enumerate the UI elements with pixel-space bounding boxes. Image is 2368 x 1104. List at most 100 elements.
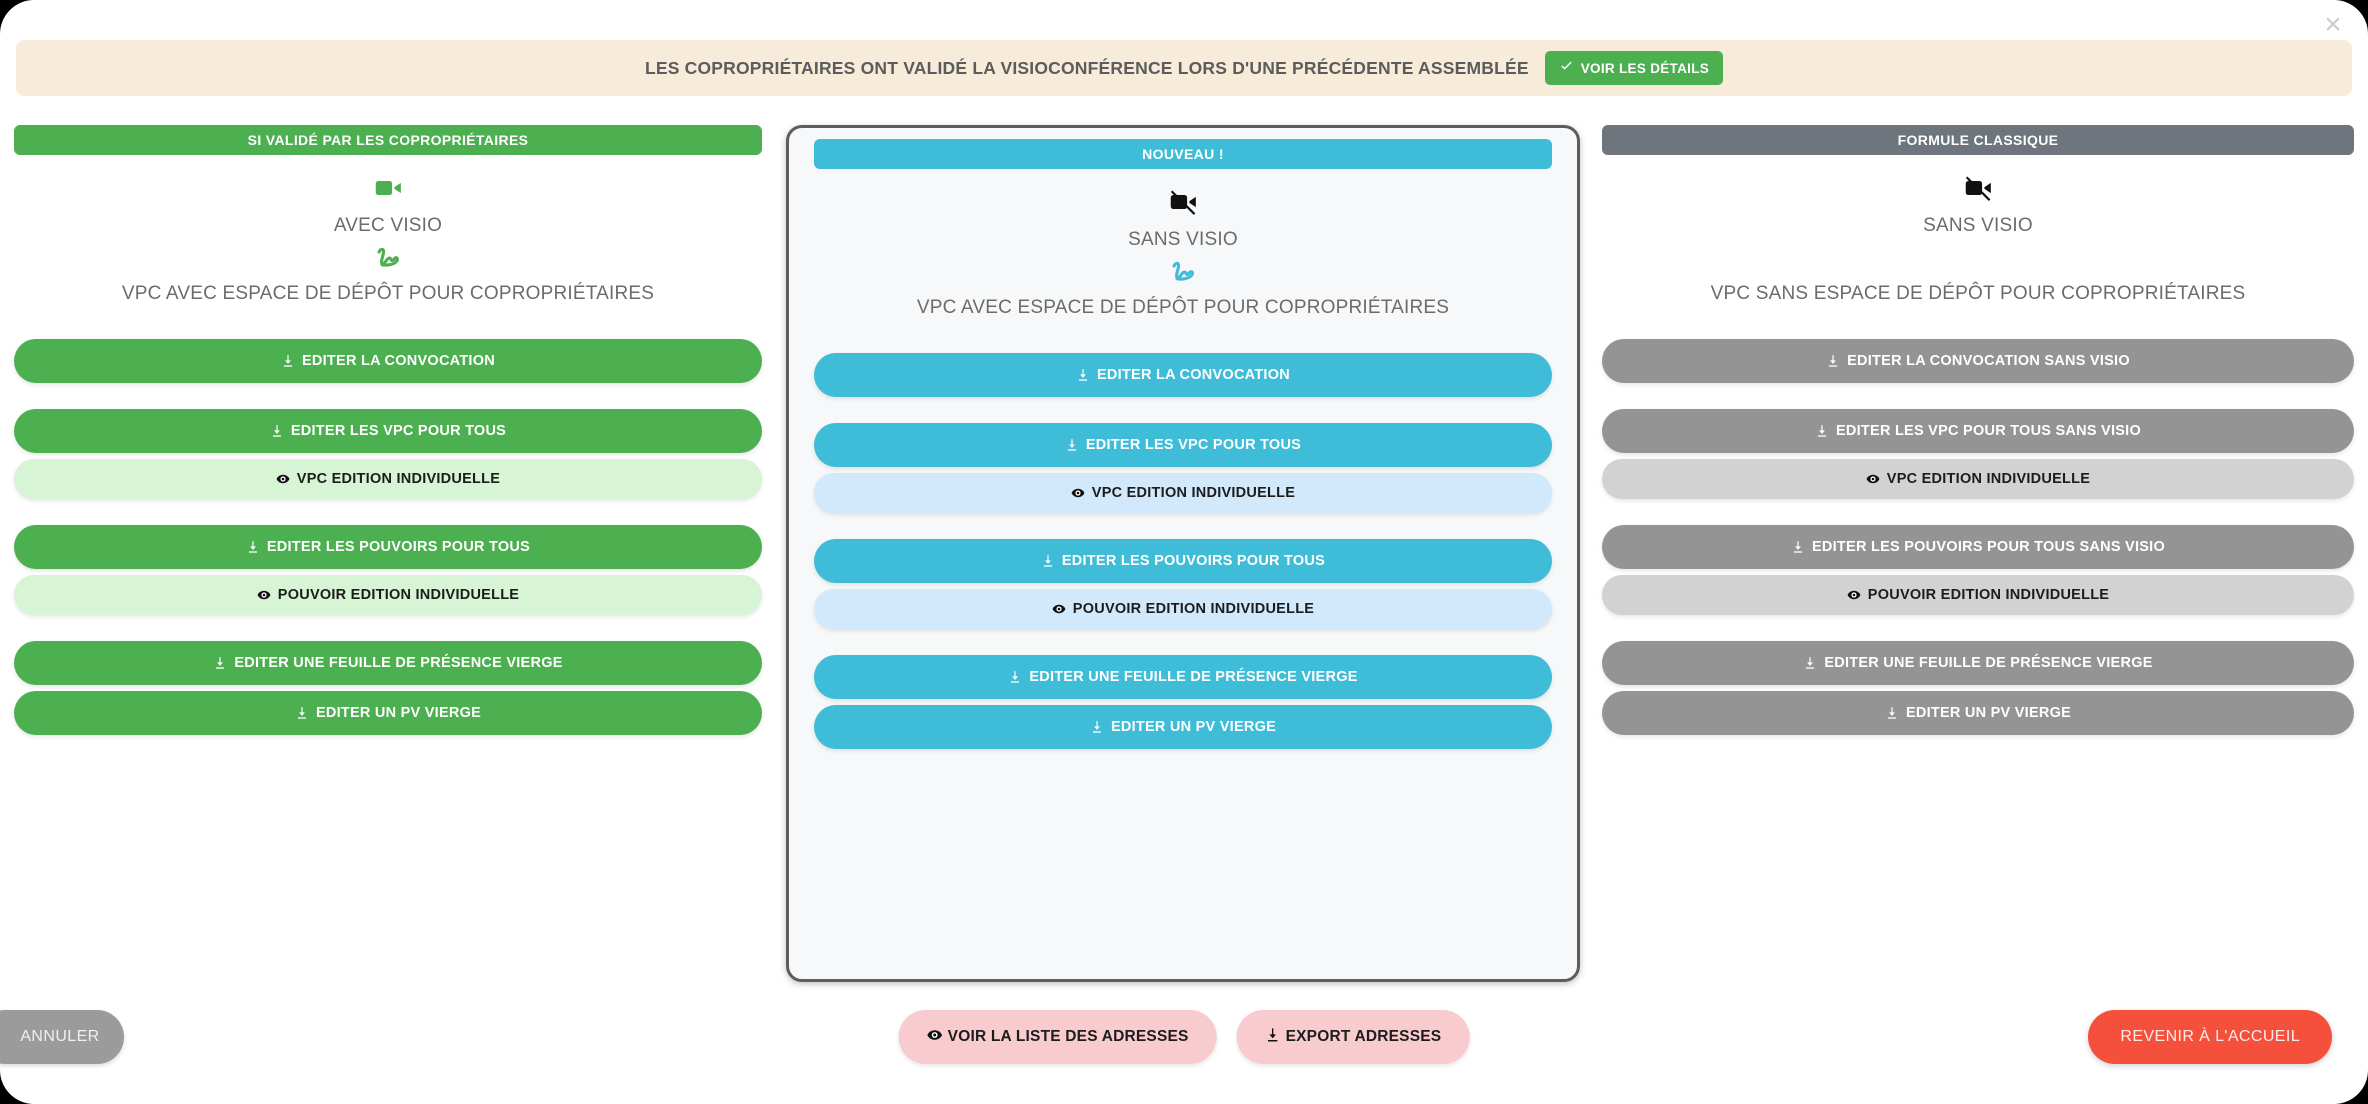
video-camera-slash-icon xyxy=(1169,188,1197,221)
action-button-vpc-edition-individuelle[interactable]: VPC EDITION INDIVIDUELLE xyxy=(14,459,762,499)
action-button-editer-les-vpc-pour-tous-sans-visio[interactable]: EDITER LES VPC POUR TOUS SANS VISIO xyxy=(1602,409,2354,453)
column-header-mid: NOUVEAU ! xyxy=(814,139,1552,169)
visio-status-icon-wrap xyxy=(1602,175,2354,205)
signature-icon-placeholder xyxy=(1602,243,2354,277)
notice-text: LES COPROPRIÉTAIRES ONT VALIDÉ LA VISIOC… xyxy=(644,57,1529,78)
action-button-label: EDITER LA CONVOCATION SANS VISIO xyxy=(1847,353,2130,369)
eye-icon xyxy=(1866,472,1880,486)
download-icon xyxy=(1791,540,1805,554)
eye-icon xyxy=(257,588,271,602)
action-button-label: EDITER UNE FEUILLE DE PRÉSENCE VIERGE xyxy=(1824,655,2153,671)
close-icon[interactable]: × xyxy=(2324,8,2342,41)
action-button-label: EDITER UN PV VIERGE xyxy=(1905,705,2072,721)
action-button-label: EDITER LES POUVOIRS POUR TOUS SANS VISIO xyxy=(1812,539,2165,555)
button-group: EDITER UNE FEUILLE DE PRÉSENCE VIERGE EDI… xyxy=(814,655,1552,749)
action-button-label: POUVOIR EDITION INDIVIDUELLE xyxy=(1867,587,2110,603)
download-icon xyxy=(1265,1027,1281,1048)
visio-status-icon-wrap xyxy=(14,175,762,205)
button-group: EDITER UNE FEUILLE DE PRÉSENCE VIERGE EDI… xyxy=(1602,641,2354,735)
download-icon xyxy=(1885,706,1899,720)
action-button-label: VPC EDITION INDIVIDUELLE xyxy=(1886,471,2091,487)
signature-icon xyxy=(1167,256,1199,293)
action-button-label: EDITER LA CONVOCATION xyxy=(1097,367,1290,383)
button-group: EDITER UNE FEUILLE DE PRÉSENCE VIERGE EDI… xyxy=(14,641,762,735)
column-header-label: FORMULE CLASSIQUE xyxy=(1897,132,2059,148)
view-address-list-button[interactable]: VOIR LA LISTE DES ADRESSES xyxy=(898,1010,1217,1064)
video-camera-slash-icon xyxy=(1964,174,1992,207)
cancel-button[interactable]: ANNULER xyxy=(0,1010,124,1064)
signature-icon-wrap xyxy=(14,243,762,277)
validation-notice-banner: LES COPROPRIÉTAIRES ONT VALIDÉ LA VISIOC… xyxy=(16,40,2352,96)
back-home-button[interactable]: REVENIR À L'ACCUEIL xyxy=(2088,1010,2332,1064)
action-button-pouvoir-edition-individuelle[interactable]: POUVOIR EDITION INDIVIDUELLE xyxy=(1602,575,2354,615)
action-button-editer-les-vpc-pour-tous[interactable]: EDITER LES VPC POUR TOUS xyxy=(814,423,1552,467)
visio-status-icon-wrap xyxy=(814,189,1552,219)
button-group: EDITER LA CONVOCATION SANS VISIO xyxy=(1602,339,2354,383)
download-icon xyxy=(1090,720,1104,734)
column-header-left: SI VALIDÉ PAR LES COPROPRIÉTAIRES xyxy=(14,125,762,155)
action-button-label: EDITER UNE FEUILLE DE PRÉSENCE VIERGE xyxy=(1029,669,1358,685)
download-icon xyxy=(1041,554,1055,568)
download-icon xyxy=(1065,438,1079,452)
action-button-editer-la-convocation-sans-visio[interactable]: EDITER LA CONVOCATION SANS VISIO xyxy=(1602,339,2354,383)
button-group: EDITER LES VPC POUR TOUS VPC EDITION INDI… xyxy=(814,423,1552,513)
download-icon xyxy=(1008,670,1022,684)
button-group: EDITER LA CONVOCATION xyxy=(14,339,762,383)
download-icon xyxy=(1815,424,1829,438)
footer-bar: ANNULER VOIR LA LISTE DES ADRESSES EXPORT… xyxy=(0,986,2368,1104)
button-group: EDITER LA CONVOCATION xyxy=(814,353,1552,397)
action-button-editer-un-pv-vierge[interactable]: EDITER UN PV VIERGE xyxy=(14,691,762,735)
action-button-editer-les-pouvoirs-pour-tous[interactable]: EDITER LES POUVOIRS POUR TOUS xyxy=(14,525,762,569)
download-icon xyxy=(281,354,295,368)
plan-column-nouveau: NOUVEAU ! SANS VISIO VPC AVEC ESPACE DE DÉ… xyxy=(786,125,1580,749)
action-button-editer-les-vpc-pour-tous[interactable]: EDITER LES VPC POUR TOUS xyxy=(14,409,762,453)
plan-columns: SI VALIDÉ PAR LES COPROPRIÉTAIRES AVEC VI… xyxy=(0,125,2368,985)
action-button-label: EDITER LES VPC POUR TOUS xyxy=(290,423,507,439)
download-icon xyxy=(270,424,284,438)
vpc-description-label: VPC AVEC ESPACE DE DÉPÔT POUR COPROPRIÉT… xyxy=(916,297,1450,318)
action-button-editer-les-pouvoirs-pour-tous-sans-visio[interactable]: EDITER LES POUVOIRS POUR TOUS SANS VISIO xyxy=(1602,525,2354,569)
action-button-editer-une-feuille-de-pr-sence-vierge[interactable]: EDITER UNE FEUILLE DE PRÉSENCE VIERGE xyxy=(1602,641,2354,685)
action-button-vpc-edition-individuelle[interactable]: VPC EDITION INDIVIDUELLE xyxy=(1602,459,2354,499)
action-button-vpc-edition-individuelle[interactable]: VPC EDITION INDIVIDUELLE xyxy=(814,473,1552,513)
action-button-label: VPC EDITION INDIVIDUELLE xyxy=(1091,485,1296,501)
see-details-button[interactable]: VOIR LES DÉTAILS xyxy=(1544,51,1724,85)
action-button-pouvoir-edition-individuelle[interactable]: POUVOIR EDITION INDIVIDUELLE xyxy=(14,575,762,615)
eye-icon xyxy=(1847,588,1861,602)
action-button-editer-les-pouvoirs-pour-tous[interactable]: EDITER LES POUVOIRS POUR TOUS xyxy=(814,539,1552,583)
action-button-label: POUVOIR EDITION INDIVIDUELLE xyxy=(277,587,520,603)
plan-summary-mid: SANS VISIO VPC AVEC ESPACE DE DÉPÔT POUR … xyxy=(814,169,1552,319)
action-button-editer-un-pv-vierge[interactable]: EDITER UN PV VIERGE xyxy=(814,705,1552,749)
eye-icon xyxy=(927,1027,943,1048)
download-icon xyxy=(295,706,309,720)
visio-status-label: SANS VISIO xyxy=(1128,229,1238,250)
column-header-label: SI VALIDÉ PAR LES COPROPRIÉTAIRES xyxy=(247,132,529,148)
visio-status-label: AVEC VISIO xyxy=(333,215,443,236)
column-header-label: NOUVEAU ! xyxy=(1142,146,1224,162)
button-group: EDITER LES POUVOIRS POUR TOUS SANS VISIO… xyxy=(1602,525,2354,615)
download-icon xyxy=(213,656,227,670)
action-button-editer-la-convocation[interactable]: EDITER LA CONVOCATION xyxy=(14,339,762,383)
action-button-editer-une-feuille-de-pr-sence-vierge[interactable]: EDITER UNE FEUILLE DE PRÉSENCE VIERGE xyxy=(814,655,1552,699)
button-group: EDITER LES POUVOIRS POUR TOUS POUVOIR EDI… xyxy=(814,539,1552,629)
signature-icon-wrap xyxy=(814,257,1552,291)
check-icon xyxy=(1559,59,1574,77)
eye-icon xyxy=(1071,486,1085,500)
action-button-editer-une-feuille-de-pr-sence-vierge[interactable]: EDITER UNE FEUILLE DE PRÉSENCE VIERGE xyxy=(14,641,762,685)
eye-icon xyxy=(276,472,290,486)
download-icon xyxy=(246,540,260,554)
action-button-editer-un-pv-vierge[interactable]: EDITER UN PV VIERGE xyxy=(1602,691,2354,735)
action-button-label: EDITER UN PV VIERGE xyxy=(1110,719,1277,735)
plan-column-avec-visio: SI VALIDÉ PAR LES COPROPRIÉTAIRES AVEC VI… xyxy=(14,125,762,735)
action-button-editer-la-convocation[interactable]: EDITER LA CONVOCATION xyxy=(814,353,1552,397)
button-group: EDITER LES VPC POUR TOUS VPC EDITION INDI… xyxy=(14,409,762,499)
action-button-pouvoir-edition-individuelle[interactable]: POUVOIR EDITION INDIVIDUELLE xyxy=(814,589,1552,629)
action-button-label: EDITER LES VPC POUR TOUS SANS VISIO xyxy=(1836,423,2141,439)
export-addresses-button[interactable]: EXPORT ADRESSES xyxy=(1236,1010,1470,1064)
action-button-label: EDITER UNE FEUILLE DE PRÉSENCE VIERGE xyxy=(234,655,563,671)
address-actions: VOIR LA LISTE DES ADRESSES EXPORT ADRESSE… xyxy=(898,1010,1470,1064)
action-button-label: EDITER LA CONVOCATION xyxy=(302,353,495,369)
